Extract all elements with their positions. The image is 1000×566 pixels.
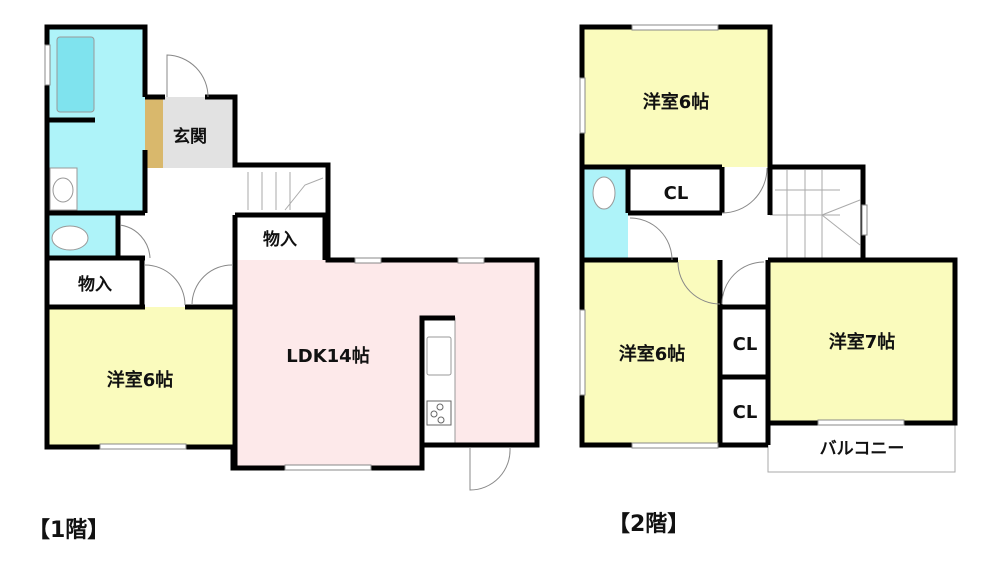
entrance-step-wood	[145, 97, 163, 168]
toilet-icon	[592, 176, 616, 210]
room-label-entrance: 玄関	[173, 126, 207, 147]
window	[579, 309, 586, 396]
window	[44, 44, 51, 86]
window	[579, 77, 586, 134]
room-label-western-7: 洋室7帖	[829, 331, 896, 353]
room-label-storage-center: 物入	[263, 229, 297, 250]
room-label-closet-top: CL	[664, 183, 689, 204]
stairs-1f	[247, 172, 324, 211]
walls-1f	[44, 24, 540, 471]
floor1-label: 【1階】	[28, 518, 110, 543]
window	[631, 24, 719, 31]
room-label-closet-mid: CL	[733, 334, 758, 355]
western-room-1f	[47, 307, 233, 447]
entrance-tile	[163, 97, 233, 168]
window	[631, 442, 719, 449]
toilet-icon	[51, 225, 89, 251]
stairs-2f	[770, 170, 861, 258]
floor2-label: 【2階】	[608, 512, 690, 537]
room-label-western-1f: 洋室6帖	[107, 369, 174, 391]
window	[861, 204, 868, 236]
balcony	[767, 422, 956, 473]
bathtub-icon	[56, 36, 95, 113]
room-label-storage-left: 物入	[78, 274, 112, 295]
window	[354, 257, 382, 264]
kitchen-sink-icon	[426, 336, 452, 376]
western-room-top	[582, 27, 770, 167]
window	[457, 257, 485, 264]
window	[817, 419, 905, 426]
window	[99, 443, 187, 450]
window	[284, 464, 372, 471]
room-label-balcony: バルコニー	[820, 439, 905, 459]
room-label-western-bottom: 洋室6帖	[619, 343, 686, 365]
door-swings-2f	[629, 167, 768, 305]
floor2-plan: 洋室6帖 CL 洋室6帖 CL CL 洋室7帖 バルコニー	[579, 24, 958, 473]
western-room-bottom	[582, 260, 720, 445]
room-label-western-top: 洋室6帖	[643, 91, 710, 113]
room-label-closet-low: CL	[733, 402, 758, 423]
room-label-ldk: LDK14帖	[286, 345, 369, 367]
ldk-room	[233, 260, 537, 468]
basin-icon	[52, 177, 74, 203]
western-room-7	[768, 260, 955, 423]
hallway	[145, 168, 235, 260]
stove-icon	[426, 400, 452, 426]
floor1-plan: 玄関 物入 物入 洋室6帖 LDK14帖	[44, 24, 540, 491]
door-swings-1f	[119, 54, 511, 491]
